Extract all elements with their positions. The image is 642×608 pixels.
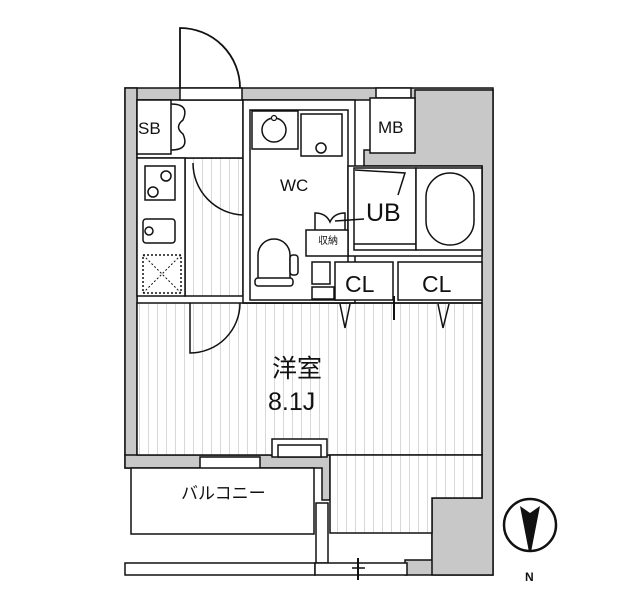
closet-right-label: CL (422, 271, 452, 297)
storage-closet (305, 212, 349, 300)
washer-space-icon (300, 113, 343, 157)
sink-icon (142, 218, 176, 244)
wc-room (242, 99, 356, 304)
western-room-area: 8.1J (268, 388, 316, 416)
corridor-floor (184, 157, 244, 297)
meter-box-label: MB (378, 118, 404, 137)
closet-left-label: CL (345, 271, 375, 297)
meter-box (369, 87, 416, 154)
stove-icon (144, 165, 176, 201)
toilet-icon (254, 238, 299, 287)
window-sill (271, 438, 328, 458)
shoe-box-label: SB (138, 119, 161, 138)
storage-label: 収納 (318, 236, 338, 247)
unit-bath (334, 165, 483, 257)
bathtub-icon (425, 172, 475, 246)
western-room-floor (136, 302, 483, 456)
fridge-space-icon (142, 254, 182, 294)
balcony-label: バルコニー (181, 484, 266, 504)
wc-label: WC (280, 176, 309, 195)
north-compass-icon (502, 497, 558, 553)
closets (243, 261, 483, 329)
kitchen (136, 157, 186, 297)
compass-north-label: N (525, 570, 534, 584)
entrance-door (179, 27, 243, 101)
shoe-box (136, 99, 186, 155)
wc-door-swing (192, 162, 244, 216)
room-door-swing (189, 302, 241, 354)
balcony (124, 467, 408, 580)
western-room-name: 洋室 (272, 354, 323, 383)
western-room-floor-lower (329, 454, 483, 534)
unit-bath-label: UB (366, 199, 401, 227)
